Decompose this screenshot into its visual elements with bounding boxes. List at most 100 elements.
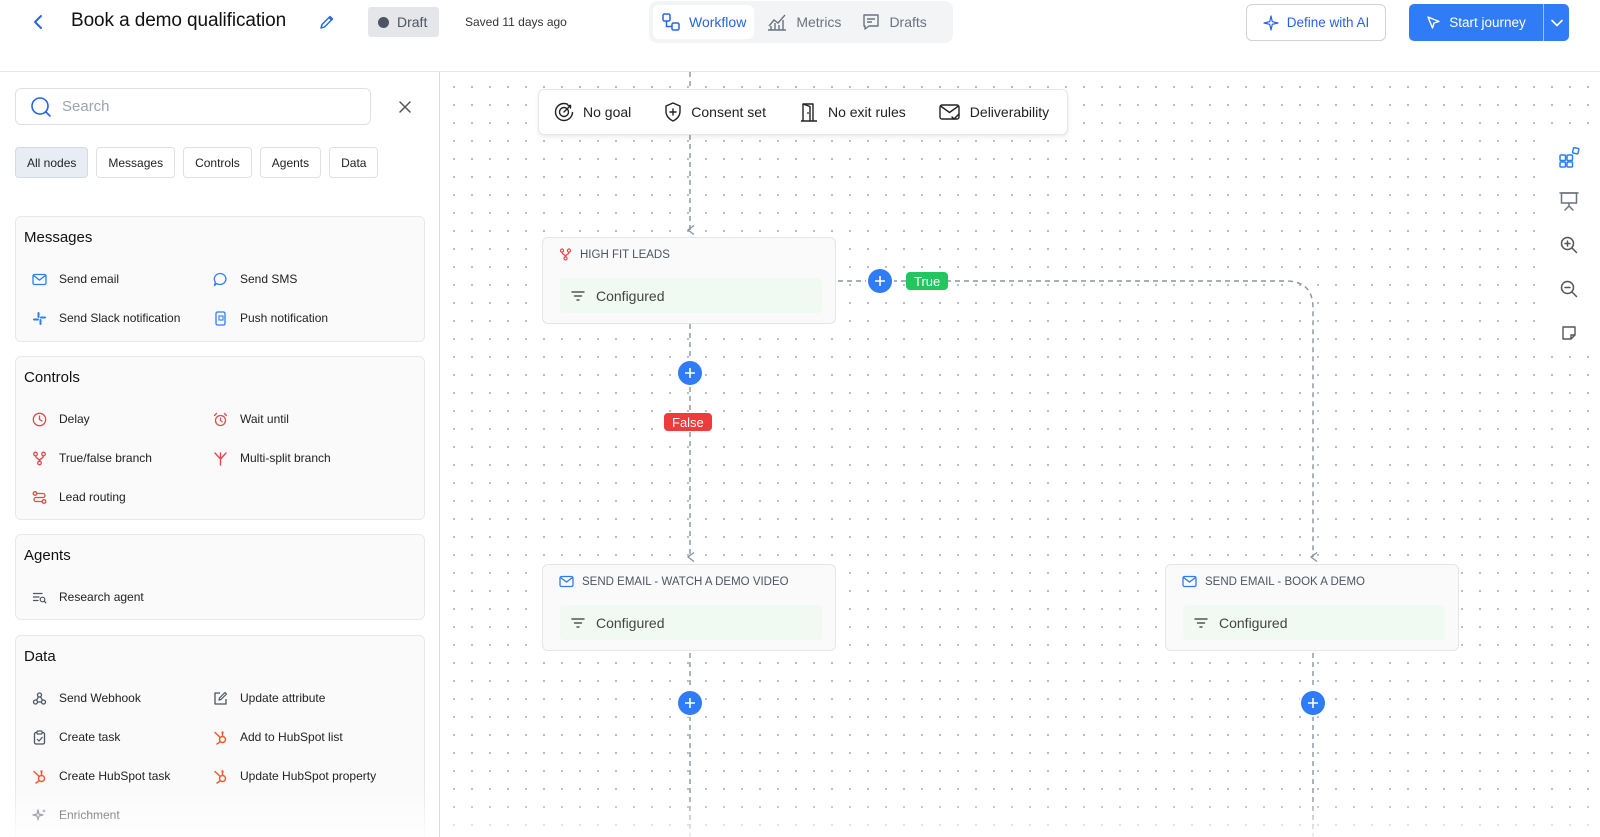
presentation-button[interactable] [1549, 179, 1589, 223]
status-exit-rules-label: No exit rules [827, 104, 906, 120]
target-icon [554, 102, 574, 122]
node-label: Send email [59, 272, 120, 286]
hubspot-icon [33, 769, 46, 784]
workflow-node-send-email-watch-demo[interactable]: SEND EMAIL - WATCH A DEMO VIDEO Configur… [542, 564, 836, 651]
status-deliverability[interactable]: Deliverability [938, 101, 1049, 123]
node-label: Delay [59, 412, 90, 426]
node-label: Send Webhook [59, 691, 141, 705]
node-push-notification[interactable]: Push notification [213, 307, 328, 329]
filter-agents[interactable]: Agents [259, 147, 322, 178]
start-journey-button: Start journey [1409, 4, 1569, 41]
envelope-icon [1182, 575, 1197, 588]
filter-controls[interactable]: Controls [183, 147, 252, 178]
status-goal-label: No goal [583, 104, 632, 120]
plus-icon [1308, 698, 1318, 708]
start-journey-dropdown[interactable] [1543, 4, 1569, 41]
filter-icon [571, 617, 585, 628]
node-status: Configured [1183, 605, 1445, 640]
sparkle-icon [1263, 14, 1279, 31]
top-bar: Book a demo qualification Draft Saved 11… [0, 0, 1600, 72]
status-goal[interactable]: No goal [553, 101, 631, 123]
layout-button[interactable] [1549, 135, 1589, 179]
filter-messages[interactable]: Messages [96, 147, 176, 178]
webhook-icon [32, 691, 47, 705]
start-journey-main[interactable]: Start journey [1409, 4, 1543, 41]
slack-icon [33, 311, 46, 325]
filter-icon [1194, 617, 1208, 628]
node-label: Research agent [59, 590, 144, 604]
pencil-icon [320, 15, 334, 29]
clock-icon [32, 412, 47, 426]
node-update-hubspot-property[interactable]: Update HubSpot property [213, 765, 376, 787]
node-true-false-branch[interactable]: True/false branch [32, 447, 152, 469]
section-messages: Messages Send email Send SMS Send Slack … [15, 216, 425, 342]
workflow-node-high-fit-leads[interactable]: HIGH FIT LEADS Configured [542, 237, 836, 324]
edit-title-button[interactable] [316, 11, 338, 33]
node-create-task[interactable]: Create task [32, 726, 120, 748]
workflow-node-send-email-book-demo[interactable]: SEND EMAIL - BOOK A DEMO Configured [1165, 564, 1459, 651]
node-lead-routing[interactable]: Lead routing [32, 486, 126, 508]
routing-icon [32, 490, 47, 504]
workflow-icon [662, 13, 680, 31]
tab-drafts[interactable]: Drafts [853, 5, 934, 39]
node-library-sidebar: All nodes Messages Controls Agents Data … [0, 72, 440, 837]
section-agents: Agents Research agent [15, 534, 425, 620]
status-badge: Draft [368, 7, 440, 37]
node-label: Multi-split branch [240, 451, 331, 465]
define-with-ai-label: Define with AI [1286, 15, 1370, 30]
draft-dot-icon [378, 16, 389, 28]
status-exit-rules[interactable]: No exit rules [798, 101, 906, 123]
section-title: Controls [24, 369, 80, 386]
node-label: Lead routing [59, 490, 126, 504]
workflow-canvas[interactable]: No goal Consent set No exit rules Delive… [441, 72, 1600, 837]
node-wait-until[interactable]: Wait until [213, 408, 289, 430]
node-add-to-hubspot-list[interactable]: Add to HubSpot list [213, 726, 343, 748]
tab-metrics[interactable]: Metrics [758, 5, 849, 39]
branch-icon [559, 248, 572, 261]
node-research-agent[interactable]: Research agent [32, 586, 144, 608]
drafts-icon [863, 14, 880, 30]
add-node-after-book-demo-button[interactable] [1301, 691, 1325, 715]
tab-workflow-label: Workflow [689, 14, 747, 30]
plus-icon [875, 276, 885, 286]
zoom-out-button[interactable] [1549, 267, 1589, 311]
plus-icon [685, 368, 695, 378]
tab-workflow[interactable]: Workflow [653, 5, 755, 39]
node-send-slack[interactable]: Send Slack notification [32, 307, 180, 329]
node-label: Send SMS [240, 272, 298, 286]
node-update-attribute[interactable]: Update attribute [213, 687, 325, 709]
door-exit-icon [800, 103, 817, 122]
node-send-email[interactable]: Send email [32, 268, 119, 290]
clipboard-icon [33, 729, 46, 745]
envelope-icon [32, 273, 47, 285]
node-send-webhook[interactable]: Send Webhook [32, 687, 141, 709]
status-consent-label: Consent set [691, 104, 766, 120]
node-delay[interactable]: Delay [32, 408, 90, 430]
close-icon [399, 101, 411, 113]
add-node-false-button[interactable] [678, 361, 702, 385]
node-send-sms[interactable]: Send SMS [213, 268, 297, 290]
filter-all-nodes[interactable]: All nodes [15, 147, 89, 178]
split-icon [214, 451, 227, 466]
node-create-hubspot-task[interactable]: Create HubSpot task [32, 765, 170, 787]
branch-false-label: False [664, 413, 712, 431]
section-title: Messages [24, 229, 93, 246]
node-status-text: Configured [1219, 614, 1288, 631]
node-status: Configured [560, 605, 822, 640]
close-sidebar-button[interactable] [396, 98, 414, 116]
back-button[interactable] [26, 10, 50, 34]
node-enrichment[interactable]: Enrichment [32, 804, 120, 826]
canvas-toolstrip [1549, 135, 1589, 355]
node-multi-split-branch[interactable]: Multi-split branch [213, 447, 331, 469]
node-status-text: Configured [596, 614, 665, 631]
note-button[interactable] [1549, 311, 1589, 355]
research-icon [32, 592, 47, 603]
zoom-in-button[interactable] [1549, 223, 1589, 267]
add-node-after-watch-demo-button[interactable] [678, 691, 702, 715]
add-node-true-button[interactable] [868, 269, 892, 293]
search-input[interactable] [62, 98, 342, 115]
alarm-clock-icon [213, 412, 228, 426]
filter-data[interactable]: Data [329, 147, 379, 178]
status-consent[interactable]: Consent set [663, 101, 766, 123]
define-with-ai-button[interactable]: Define with AI [1246, 4, 1386, 41]
